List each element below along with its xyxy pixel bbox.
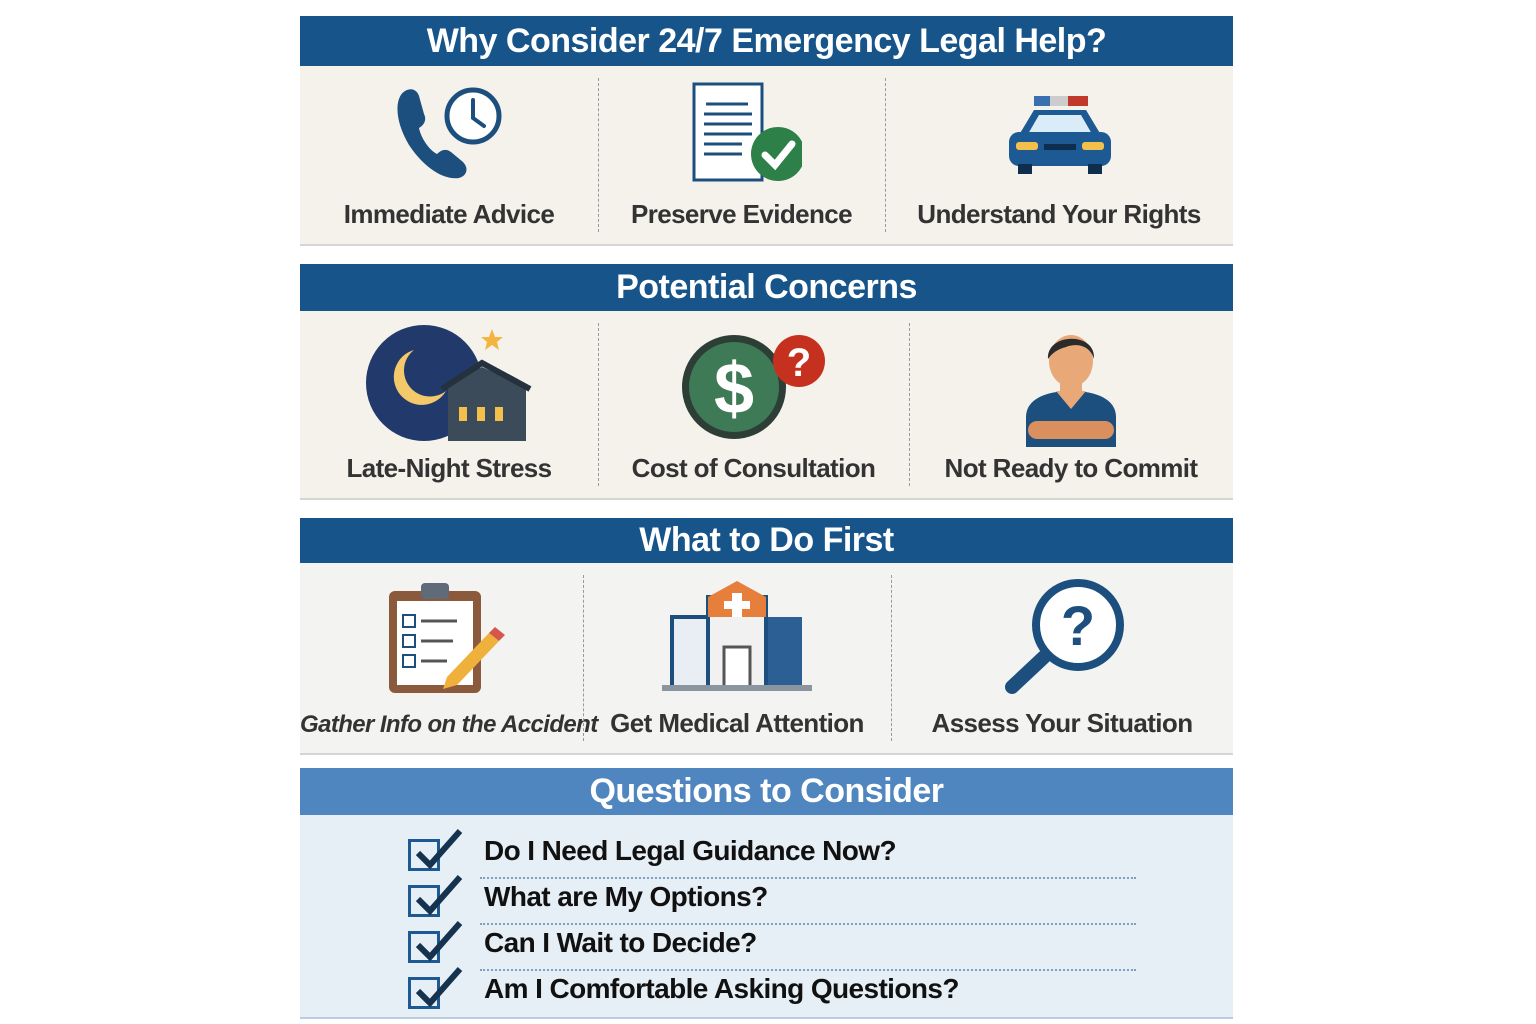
section-potential-concerns: Potential Concerns Late-Night Stress $ ?… xyxy=(300,264,1233,500)
question-item: Am I Comfortable Asking Questions? xyxy=(408,967,1136,1015)
checkmark-icon xyxy=(415,967,463,1008)
question-item: Do I Need Legal Guidance Now? xyxy=(408,829,1136,879)
person-arms-crossed-icon xyxy=(1026,335,1116,447)
column-divider xyxy=(891,575,892,741)
item-assess-situation: ? Assess Your Situation xyxy=(891,563,1233,753)
column-divider xyxy=(583,575,584,741)
checkmark-icon xyxy=(415,875,463,916)
police-car-icon xyxy=(1009,96,1111,174)
section-title: Why Consider 24/7 Emergency Legal Help? xyxy=(300,16,1233,66)
phone-clock-icon xyxy=(397,87,502,179)
item-label: Understand Your Rights xyxy=(917,199,1201,229)
item-cost-of-consultation: $ ? Cost of Consultation xyxy=(598,311,909,498)
item-late-night-stress: Late-Night Stress xyxy=(300,311,598,498)
item-understand-rights: Understand Your Rights xyxy=(885,66,1233,244)
checkmark-icon xyxy=(415,921,463,962)
question-item: Can I Wait to Decide? xyxy=(408,921,1136,971)
dotted-separator xyxy=(480,923,1136,925)
magnifier-question-icon: ? xyxy=(1005,579,1124,694)
item-label: Immediate Advice xyxy=(343,199,555,229)
section-body: Immediate Advice Preserve Evidence xyxy=(300,66,1233,246)
question-text: Can I Wait to Decide? xyxy=(484,927,757,958)
item-not-ready: Not Ready to Commit xyxy=(909,311,1233,498)
document-check-icon xyxy=(692,82,802,182)
dotted-separator xyxy=(480,877,1136,879)
svg-text:$: $ xyxy=(713,349,753,429)
svg-text:?: ? xyxy=(1061,594,1095,657)
item-label: Late-Night Stress xyxy=(346,453,552,483)
section-questions: Questions to Consider Do I Need Legal Gu… xyxy=(300,768,1233,1020)
column-divider xyxy=(909,323,910,486)
dotted-separator xyxy=(480,969,1136,971)
item-label: Get Medical Attention xyxy=(610,708,864,738)
questions-body: Do I Need Legal Guidance Now? What are M… xyxy=(300,815,1233,1019)
item-label: Not Ready to Commit xyxy=(944,453,1199,483)
item-immediate-advice: Immediate Advice xyxy=(300,66,598,244)
column-divider xyxy=(885,78,886,232)
section-title: What to Do First xyxy=(300,518,1233,563)
item-label: Cost of Consultation xyxy=(631,453,876,483)
section-what-to-do-first: What to Do First Gather Info on the Acci… xyxy=(300,518,1233,755)
night-house-icon xyxy=(366,325,532,441)
item-get-medical-attention: Get Medical Attention xyxy=(583,563,891,753)
checkmark-icon xyxy=(415,829,463,870)
clipboard-checklist-icon xyxy=(388,583,505,693)
question-item: What are My Options? xyxy=(408,875,1136,925)
question-text: Am I Comfortable Asking Questions? xyxy=(484,973,959,1004)
item-label: Preserve Evidence xyxy=(630,199,853,229)
column-divider xyxy=(598,78,599,232)
question-text: What are My Options? xyxy=(484,881,768,912)
hospital-icon xyxy=(662,581,812,691)
item-label: Gather Info on the Accident xyxy=(300,711,598,738)
section-why-consider: Why Consider 24/7 Emergency Legal Help? … xyxy=(300,16,1233,246)
dollar-question-icon: $ ? xyxy=(681,335,825,439)
section-body: Late-Night Stress $ ? Cost of Consultati… xyxy=(300,311,1233,500)
question-text: Do I Need Legal Guidance Now? xyxy=(484,835,897,866)
svg-text:?: ? xyxy=(786,341,810,385)
section-body: Gather Info on the Accident Get Medical … xyxy=(300,563,1233,755)
item-gather-info: Gather Info on the Accident xyxy=(300,563,598,753)
section-title: Potential Concerns xyxy=(300,264,1233,311)
item-label: Assess Your Situation xyxy=(931,708,1194,738)
item-preserve-evidence: Preserve Evidence xyxy=(598,66,885,244)
column-divider xyxy=(598,323,599,486)
section-title: Questions to Consider xyxy=(300,768,1233,815)
